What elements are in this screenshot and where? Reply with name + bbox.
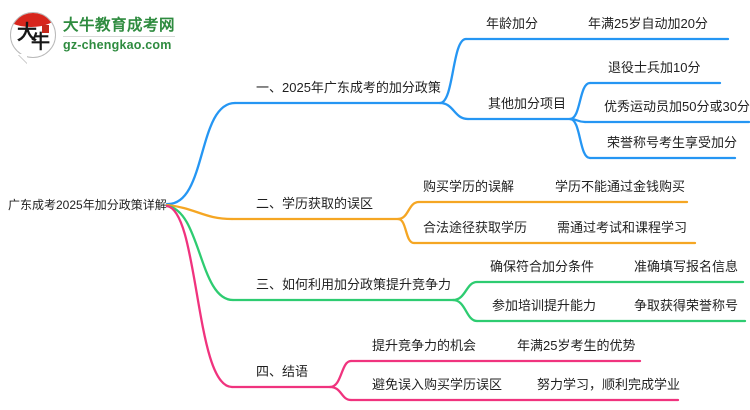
branch1-child2-detail2-node[interactable]: 优秀运动员加50分或30分 (604, 99, 750, 114)
link-branch2-child1 (396, 200, 421, 221)
branch2-child2-node[interactable]: 合法途径获取学历 (423, 220, 528, 235)
site-logo-text: 大牛教育成考网 gz-chengkao.com (63, 17, 176, 53)
branch3-child1-node[interactable]: 确保符合加分条件 (490, 259, 595, 274)
branch4-lines (165, 204, 680, 402)
link-root-branch1 (165, 101, 237, 206)
link-b1c2-grandchild1 (568, 81, 592, 121)
logo-red-cap (11, 13, 55, 27)
link-branch4-child1 (328, 359, 353, 389)
branch3-child2-detail-node[interactable]: 争取获得荣誉称号 (634, 298, 739, 313)
branch4-node[interactable]: 四、结语 (256, 364, 309, 379)
branch4-child2-detail-node[interactable]: 努力学习，顺利完成学业 (537, 377, 681, 392)
branch3-node[interactable]: 三、如何利用加分政策提升竞争力 (256, 277, 452, 292)
link-branch1-child2 (438, 101, 470, 121)
branch2-child1-detail-node[interactable]: 学历不能通过金钱购买 (555, 179, 686, 194)
link-branch3-child2 (451, 298, 479, 323)
branch3-child1-detail-node[interactable]: 准确填写报名信息 (634, 259, 739, 274)
logo-bubble-tail (18, 54, 27, 63)
branch1-lines (165, 37, 750, 206)
logo-bubble (10, 12, 56, 58)
branch3-lines (165, 204, 747, 323)
branch2-child2-detail-node[interactable]: 需通过考试和课程学习 (557, 220, 688, 235)
branch4-child2-node[interactable]: 避免误入购买学历误区 (372, 377, 503, 392)
link-root-branch2 (165, 203, 234, 221)
branch4-child1-node[interactable]: 提升竞争力的机会 (372, 338, 477, 353)
site-domain: gz-chengkao.com (63, 38, 172, 53)
logo-char-2: 牛 (31, 32, 51, 53)
branch1-child2-node[interactable]: 其他加分项目 (488, 96, 567, 111)
branch1-child2-detail3-node[interactable]: 荣誉称号考生享受加分 (607, 135, 738, 150)
link-branch2-child2 (396, 217, 416, 245)
branch3-child2-node[interactable]: 参加培训提升能力 (492, 298, 597, 313)
link-branch3-child1 (451, 280, 479, 302)
branch1-child1-detail-node[interactable]: 年满25岁自动加20分 (588, 16, 708, 31)
branch1-child2-detail1-node[interactable]: 退役士兵加10分 (608, 60, 701, 75)
branch1-child1-node[interactable]: 年龄加分 (486, 16, 539, 31)
logo-divider (63, 36, 176, 38)
branch1-node[interactable]: 一、2025年广东成考的加分政策 (256, 80, 441, 95)
branch2-lines (165, 200, 697, 245)
site-title: 大牛教育成考网 (63, 17, 176, 35)
branch4-child1-detail-node[interactable]: 年满25岁考生的优势 (517, 338, 636, 353)
site-logo[interactable]: 大 牛 大牛教育成考网 gz-chengkao.com (10, 12, 176, 63)
root-node[interactable]: 广东成考2025年加分政策详解 (8, 198, 167, 212)
link-root-branch3 (165, 204, 235, 302)
site-logo-icon: 大 牛 (10, 12, 56, 63)
branch2-node[interactable]: 二、学历获取的误区 (256, 196, 374, 211)
link-branch1-child1 (438, 37, 468, 105)
link-root-branch4 (165, 204, 234, 389)
branch2-child1-node[interactable]: 购买学历的误解 (423, 179, 515, 194)
link-b1c2-grandchild3 (568, 117, 592, 160)
logo-char-1: 大 (17, 22, 37, 44)
link-branch4-child2 (328, 385, 353, 402)
logo-seal (42, 25, 49, 33)
